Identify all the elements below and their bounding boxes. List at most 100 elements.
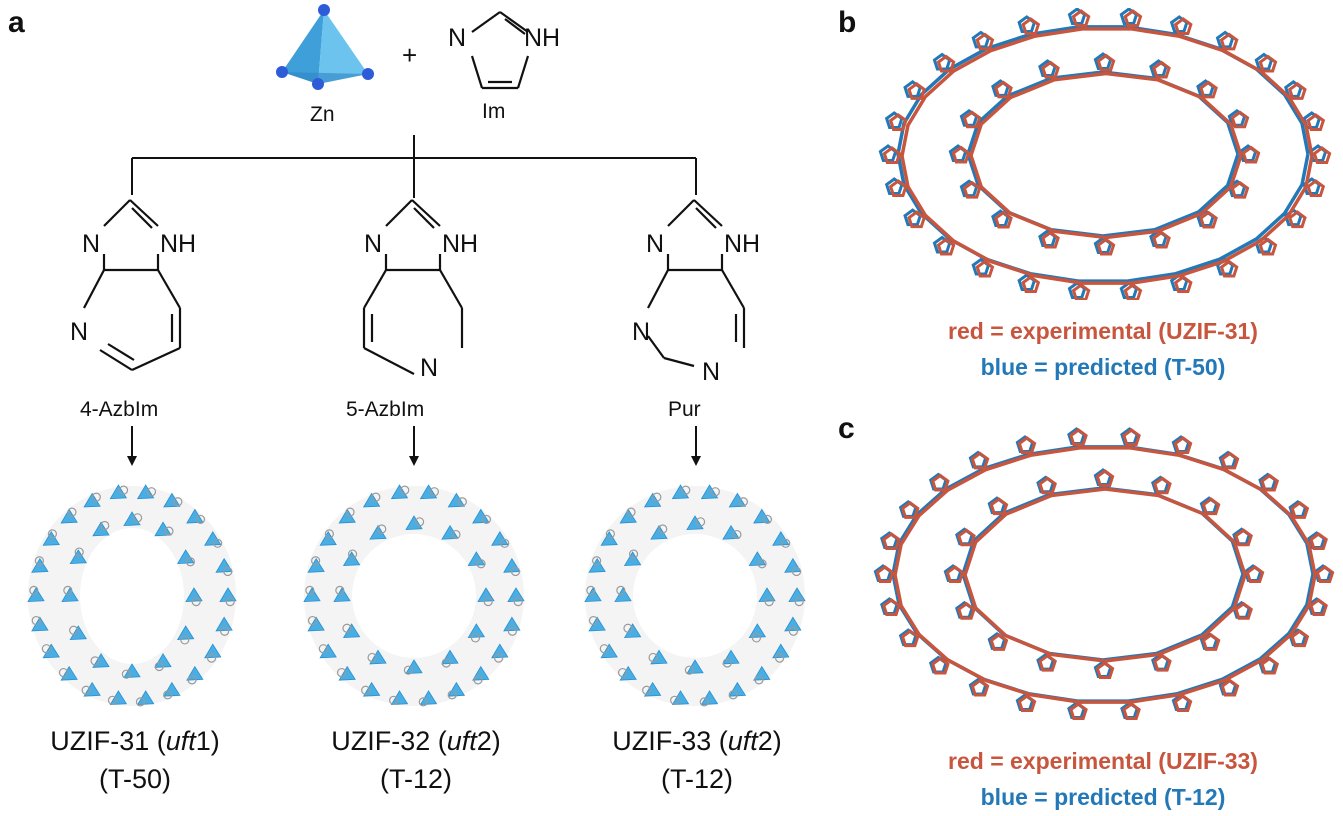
linker-ring (63, 585, 73, 596)
overlay-backbone (969, 71, 1243, 240)
linker-ring (90, 656, 100, 666)
zn-tetrahedron (728, 492, 747, 508)
overlay-imidazole-ring (957, 601, 976, 620)
overlay-imidazole-ring (1069, 702, 1088, 720)
linker-ring (371, 492, 381, 502)
linker-ring (342, 623, 352, 633)
overlay-backbone (963, 487, 1247, 663)
overlay-imidazole-ring (907, 210, 926, 229)
linker-ring (754, 675, 764, 685)
zn-tetrahedron (772, 531, 790, 546)
overlay-imidazole-ring (1173, 17, 1193, 35)
product-tag-1: (T-50) (98, 764, 171, 794)
linker-ring (588, 615, 599, 626)
overlay-imidazole-ring (888, 179, 908, 197)
im-label: Im (482, 100, 506, 123)
overlay-imidazole-ring (1220, 678, 1240, 697)
linker-ring (225, 596, 235, 607)
zn-tetrahedron (319, 643, 337, 659)
zn-tetrahedron (600, 531, 618, 546)
zn-tetrahedron (753, 665, 771, 681)
zn-tetrahedron (722, 524, 740, 540)
overlay-imidazole-ring (888, 113, 908, 131)
overlay-imidazole-ring (1309, 598, 1328, 616)
linker-ring (31, 615, 41, 626)
zn-tetrahedron (623, 623, 642, 639)
overlay-imidazole-ring (1123, 9, 1143, 27)
overlay-imidazole-ring (1152, 60, 1171, 79)
linker-ring (684, 665, 695, 675)
linker-ring (29, 585, 39, 596)
linker-name-1: 4-AzbIm (80, 398, 159, 421)
zn-tetrahedron (123, 511, 141, 527)
linker-ring (599, 644, 609, 654)
linker-ring (481, 514, 492, 525)
zn-tetrahedron (643, 681, 662, 697)
product-label-2: UZIF-32 (uft2) (331, 726, 501, 756)
linker-ring (616, 585, 626, 596)
zn-tetrahedron (204, 643, 222, 659)
uzif31-framework-image (27, 484, 237, 707)
product-tag-3: (T-12) (660, 764, 733, 794)
linker-ring (695, 517, 706, 527)
linker-ring (135, 697, 146, 707)
linker-ring (191, 596, 201, 607)
zn-tetrahedron (472, 665, 490, 681)
linker-ring (429, 487, 439, 497)
overlay-imidazole-ring (1173, 275, 1193, 294)
zn-tetrahedron (186, 665, 204, 681)
linker-ring (74, 547, 84, 557)
panel-letter-b: b (838, 6, 857, 39)
linker-ring (389, 695, 399, 705)
linker-ring (781, 538, 791, 548)
overlay-imidazole-ring (1315, 565, 1335, 583)
overlay-imidazole-ring (1123, 283, 1143, 300)
overlay-imidazole-ring (1096, 237, 1116, 256)
linker-ring (146, 487, 157, 497)
overlay-imidazole-ring (945, 565, 965, 583)
overlay-imidazole-ring (1041, 60, 1060, 79)
plus-sign: + (402, 40, 418, 70)
linker-ring (377, 524, 387, 534)
azbim4-atom-nh: NH (160, 230, 197, 258)
overlay-imidazole-ring (1041, 230, 1060, 249)
zn-tetrahedron (467, 623, 486, 639)
branch-connector (131, 135, 697, 198)
linker-name-2: 5-AzbIm (346, 398, 425, 421)
overlay-imidazole-ring (936, 237, 956, 256)
zn-tetrahedron (467, 551, 486, 567)
overlay-imidazole-ring (1199, 80, 1218, 99)
imidazole-structure-icon (470, 11, 530, 90)
linker-ring (592, 556, 602, 566)
azbim5-atom-n: N (364, 230, 383, 258)
zn-tetrahedron (154, 521, 172, 537)
zn-tetrahedron (362, 681, 381, 697)
linker-ring (510, 566, 521, 577)
panel-b-legend-experimental: red = experimental (UZIF-31) (948, 318, 1258, 344)
overlay-imidazole-ring (900, 629, 920, 648)
linker-ring (400, 485, 410, 495)
linker-ring (414, 517, 425, 527)
linker-ring (586, 585, 596, 596)
overlay-imidazole-ring (1258, 54, 1278, 73)
linker-ring (206, 653, 217, 663)
linker-ring (67, 507, 77, 517)
overlay-imidazole-ring (1069, 428, 1088, 446)
zn-tetrahedron (772, 643, 790, 659)
linker-ring (699, 697, 709, 707)
overlay-imidazole-ring (970, 678, 990, 697)
linker-ring (757, 559, 767, 569)
linker-ring (762, 514, 773, 525)
linker-ring (623, 623, 633, 633)
linker-ring (361, 685, 371, 695)
linker-ring (223, 566, 233, 577)
zn-tetrahedron (362, 492, 381, 508)
zn-tetrahedron (503, 616, 521, 632)
overlay-imidazole-ring (1122, 428, 1141, 446)
linker-ring (34, 556, 44, 566)
overlay-imidazole-ring (1290, 629, 1310, 648)
zn-tetrahedron (109, 690, 128, 705)
linker-ring (473, 675, 483, 685)
linker-ring (307, 615, 318, 626)
linker-ring (163, 690, 173, 700)
